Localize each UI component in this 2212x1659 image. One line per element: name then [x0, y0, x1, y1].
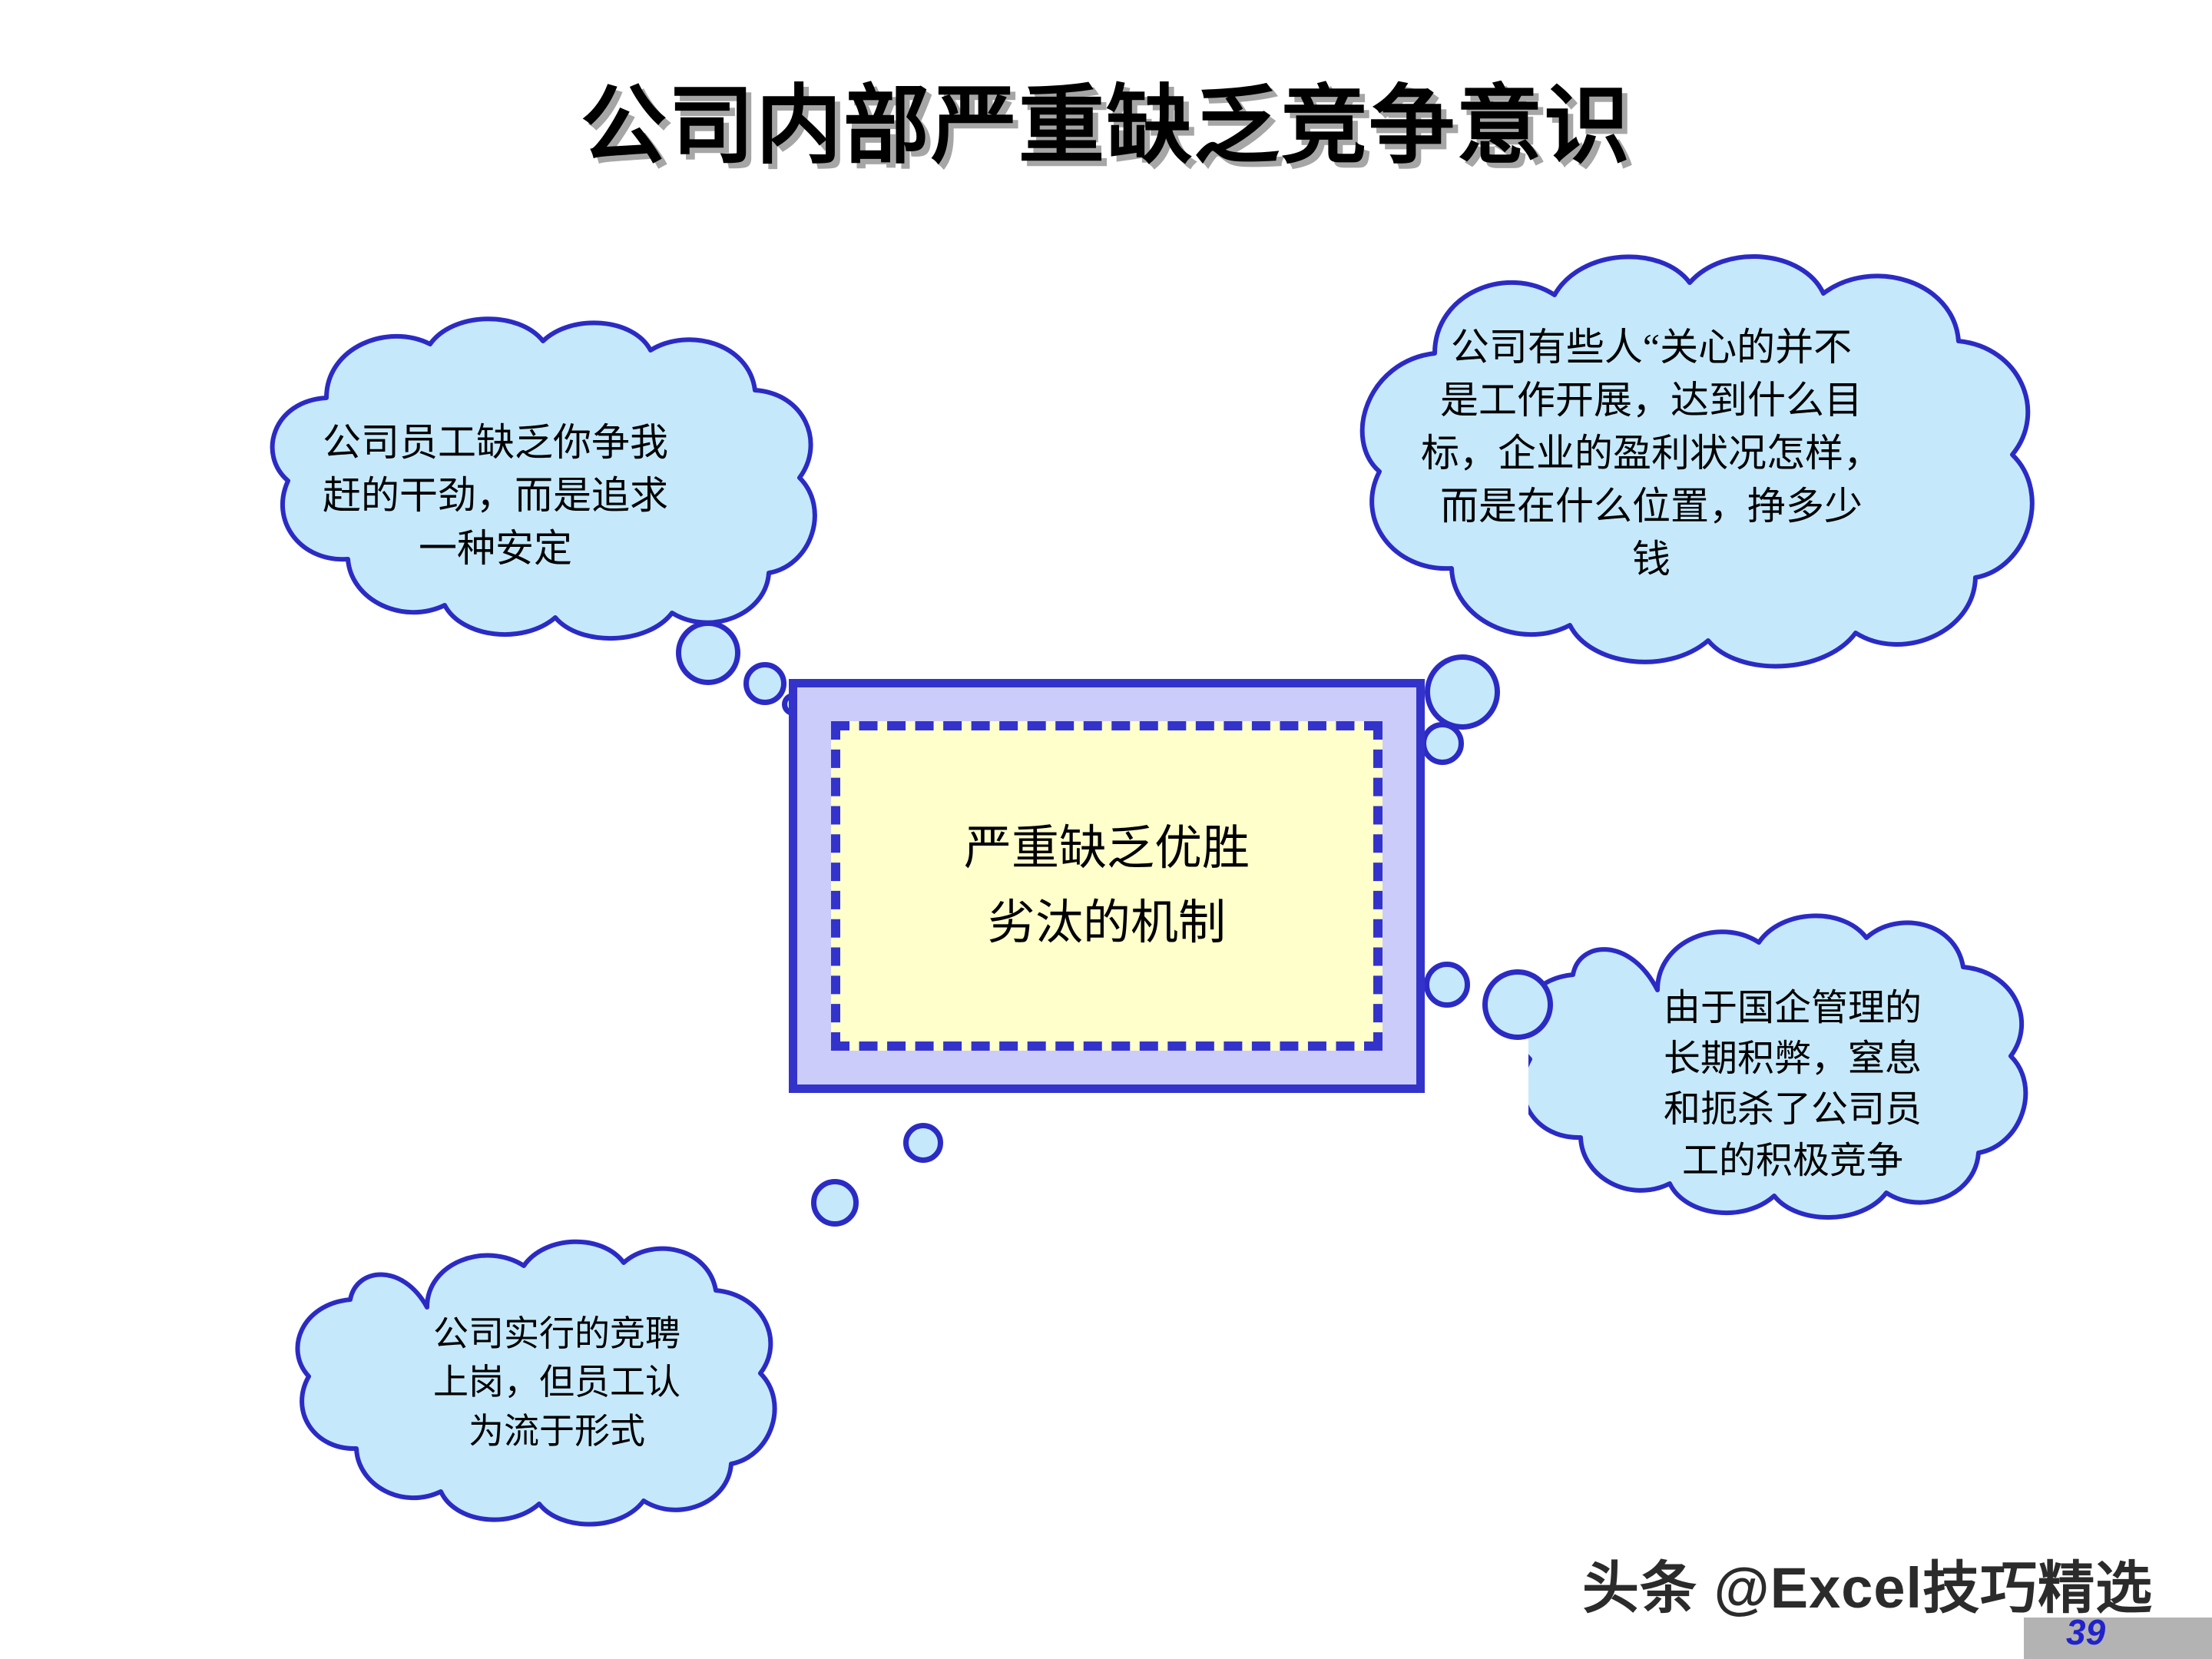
center-callout-line-1: 严重缺乏优胜	[963, 823, 1250, 876]
cloud-shape-top-right	[1359, 254, 2035, 669]
center-callout-inner: 严重缺乏优胜 劣汰的机制	[831, 721, 1382, 1051]
thought-bubble-r-1	[1482, 969, 1553, 1040]
cloud-shape-top-left	[270, 316, 817, 641]
cloud-shape-bottom-left	[295, 1239, 777, 1527]
cloud-text-bottom-left: 公司实行的竞聘 上岗，但员工认 为流于形式	[433, 1314, 680, 1451]
cloud-text-right: 由于国企管理的 长期积弊，窒息 和扼杀了公司员 工的积极竞争	[1663, 988, 1922, 1181]
cloud-text-top-left: 公司员工缺乏你争我 赶的干劲，而是追求 一种安定	[323, 421, 668, 570]
cloud-text-top-right: 公司有些人“关心的并不 是工作开展，达到什么目 标，企业的盈利状况怎样， 而是在…	[1421, 326, 1882, 581]
cloud-shape-right	[1528, 913, 2028, 1220]
thought-cloud-top-right: 公司有些人“关心的并不 是工作开展，达到什么目 标，企业的盈利状况怎样， 而是在…	[1229, 238, 2066, 684]
thought-cloud-top-left: 公司员工缺乏你争我 赶的干劲，而是追求 一种安定	[134, 307, 849, 645]
footer-gray-block	[2024, 1618, 2212, 1659]
thought-bubble-r-2	[1424, 962, 1470, 1008]
thought-cloud-right: 由于国企管理的 长期积弊，窒息 和扼杀了公司员 工的积极竞争	[1528, 895, 2058, 1263]
thought-cloud-bottom-left: 公司实行的竞聘 上岗，但员工认 为流于形式	[292, 1229, 830, 1551]
thought-bubble-tr-1	[1425, 654, 1500, 730]
page-title: 公司内部严重缺乏竞争意识	[581, 78, 1631, 174]
thought-bubble-tl-1	[676, 621, 740, 685]
page-number: 39	[2066, 1612, 2106, 1652]
watermark-text: 头条 @Excel技巧精选	[1582, 1556, 2154, 1620]
thought-bubble-tr-2	[1421, 722, 1464, 765]
thought-bubble-tl-2	[743, 662, 786, 705]
thought-bubble-bl-1	[903, 1123, 943, 1163]
center-callout-line-2: 劣汰的机制	[987, 896, 1226, 949]
thought-bubble-bl-2	[811, 1179, 859, 1227]
center-callout-box: 严重缺乏优胜 劣汰的机制	[789, 679, 1425, 1093]
